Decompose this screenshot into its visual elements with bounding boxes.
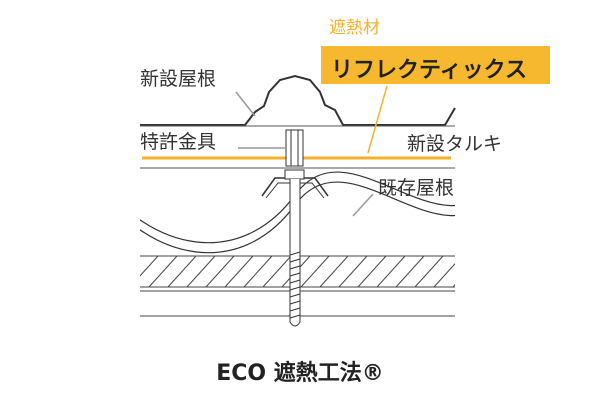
leader-reflectix (367, 85, 388, 154)
hatch-line (300, 256, 330, 287)
screw-thread (289, 258, 301, 263)
screw-thread (289, 272, 301, 277)
hatch-line (243, 256, 273, 287)
leader-existing-roof (352, 193, 374, 217)
screw-thread (289, 314, 301, 319)
hatch-line (262, 256, 292, 287)
hatch-line (433, 263, 455, 287)
new-roof-profile (140, 74, 456, 126)
nut (284, 169, 305, 180)
hatch-line (319, 256, 349, 287)
screw-thread (289, 307, 301, 312)
hatch-line (395, 256, 425, 287)
hatch-line (140, 256, 159, 277)
screw-thread (289, 251, 301, 256)
hatch-line (205, 256, 235, 287)
sheathing-hatch (140, 256, 500, 287)
hatch-line (376, 256, 406, 287)
hatch-line (167, 256, 197, 287)
screw-thread (289, 265, 301, 270)
hatch-line (472, 256, 500, 287)
screw-thread (289, 300, 301, 305)
label-heat-shield-material: 遮熱材 (329, 18, 380, 38)
label-new-rafter: 新設タルキ (407, 133, 503, 155)
label-new-roof: 新設屋根 (140, 68, 217, 90)
screw-thread (289, 286, 301, 291)
product-name-box: リフレクティックス (321, 46, 550, 84)
hatch-line (414, 256, 444, 287)
hatch-line (357, 256, 387, 287)
hatch-line (148, 256, 178, 287)
diagram-title: ECO 遮熱工法® (216, 361, 384, 386)
label-patent-bracket: 特許金具 (140, 131, 217, 153)
screw-thread (289, 293, 301, 298)
hatch-line (452, 284, 455, 287)
label-existing-roof: 既存屋根 (378, 177, 455, 199)
hatch-line (186, 256, 216, 287)
leader-new-roof (235, 91, 256, 117)
screw-thread (289, 279, 301, 284)
hatch-line (338, 256, 368, 287)
hatch-line (224, 256, 254, 287)
bolt-head (285, 129, 304, 167)
